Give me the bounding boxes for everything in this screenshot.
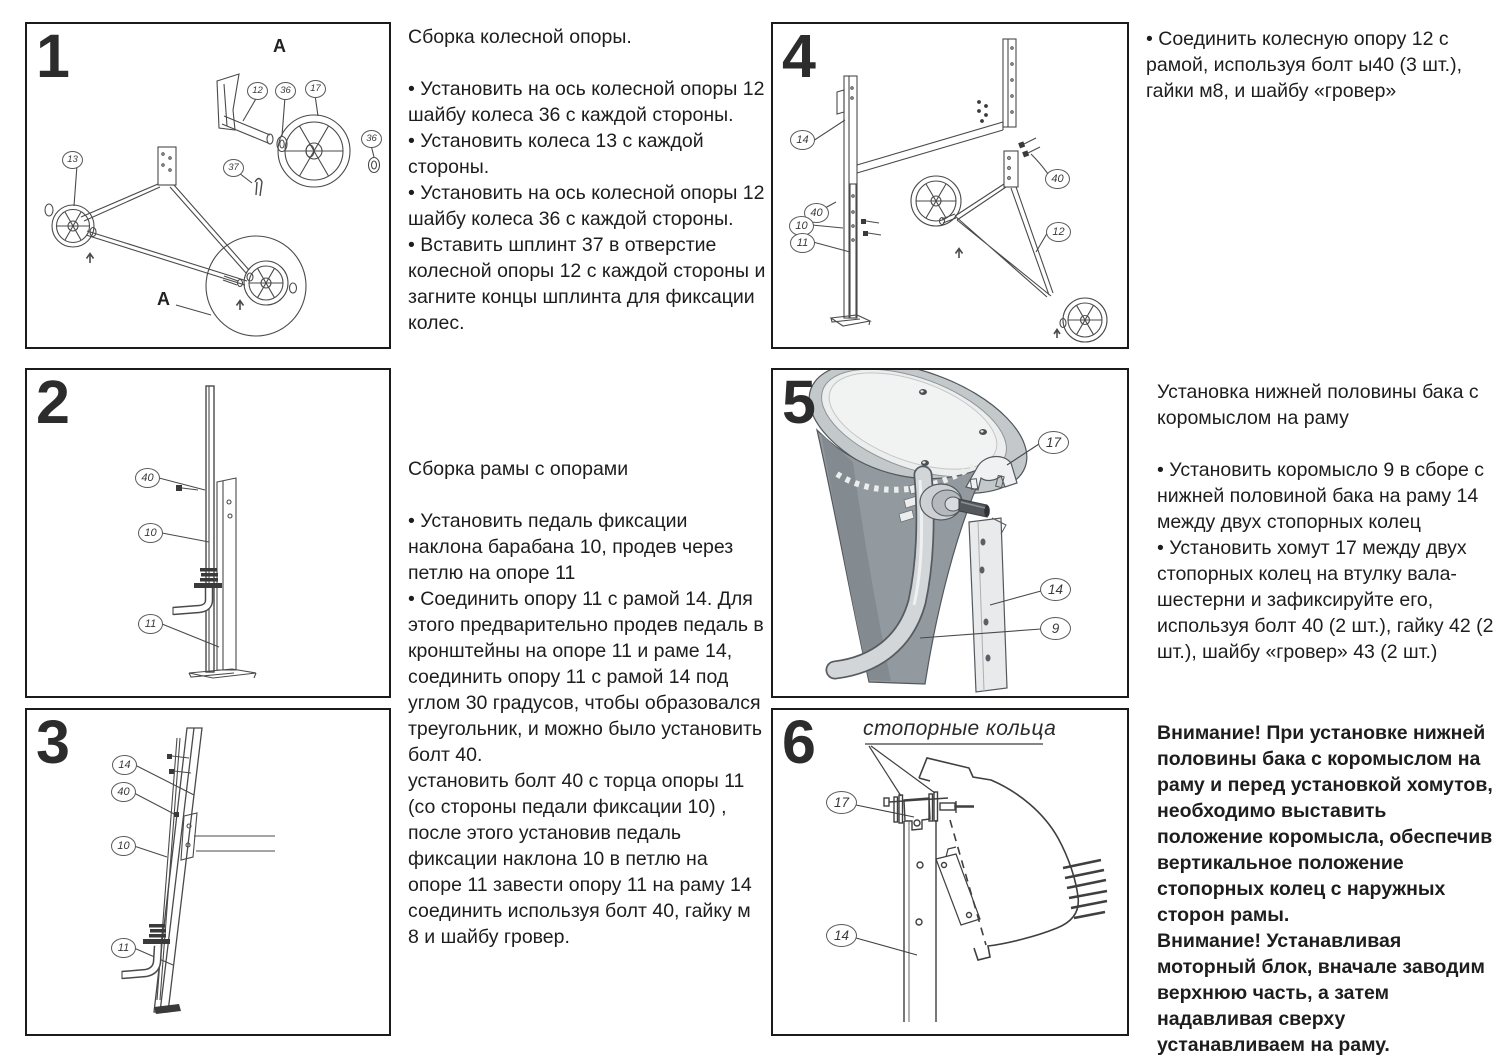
callout-12: 12: [247, 82, 268, 100]
callout-11: 11: [790, 233, 815, 253]
step-2-panel: 2 40: [25, 368, 391, 698]
step-1-instructions: Сборка колесной опоры. • Установить на о…: [408, 24, 766, 336]
step-4-instructions: • Соединить колесную опору 12 с рамой, и…: [1146, 26, 1496, 104]
frame-wheel-support-diagram: [811, 38, 1108, 343]
step-5-bullet-1: • Установить коромысло 9 в сборе с нижне…: [1157, 459, 1484, 533]
step-5-instructions: Установка нижней половины бака с коромыс…: [1157, 379, 1495, 665]
step-1-bullet-1: • Установить на ось колесной опоры 12 ша…: [408, 78, 765, 126]
step-1-number: 1: [36, 22, 70, 90]
steps-2-3-title: Сборка рамы с опорами: [408, 458, 629, 480]
step-6-panel: 6: [771, 708, 1129, 1036]
steps-2-3-instructions: Сборка рамы с опорами • Установить педал…: [408, 456, 766, 950]
step-1-panel: 1: [25, 22, 391, 349]
step-5-number: 5: [782, 368, 816, 436]
callout-14: 14: [790, 130, 815, 150]
warning-1: Внимание! При установке нижней половины …: [1157, 722, 1493, 926]
step-6-warnings: Внимание! При установке нижней половины …: [1157, 720, 1495, 1058]
step-2-number: 2: [36, 368, 70, 436]
stop-rings-motor-diagram: [855, 743, 1108, 1022]
callout-12: 12: [1046, 222, 1071, 242]
step-5-bullet-2: • Установить хомут 17 между двух стопорн…: [1157, 537, 1494, 663]
callout-14: 14: [1040, 578, 1071, 601]
callout-11: 11: [111, 938, 136, 958]
callout-10: 10: [789, 216, 814, 236]
callout-14: 14: [112, 755, 137, 775]
support-frame-joint-diagram: [121, 727, 275, 1014]
callout-36-right: 36: [361, 130, 382, 148]
callout-17: 17: [826, 791, 857, 814]
step-4-panel: 4: [771, 22, 1129, 349]
step-3-number: 3: [36, 708, 70, 776]
callout-9: 9: [1040, 617, 1071, 640]
step-5-title: Установка нижней половины бака с коромыс…: [1157, 381, 1479, 429]
callout-11: 11: [138, 614, 163, 634]
callout-40: 40: [135, 468, 160, 488]
wheel-support-diagram: [44, 73, 381, 337]
step-1-bullet-3: • Установить на ось колесной опоры 12 ша…: [408, 182, 765, 230]
callout-36-left: 36: [275, 82, 296, 100]
warning-2: Внимание! Устанавливая моторный блок, вн…: [1157, 930, 1485, 1056]
detail-label-a-top: A: [273, 36, 286, 56]
callout-17: 17: [1038, 431, 1069, 454]
callout-40: 40: [111, 782, 136, 802]
step-4-bullet-1: • Соединить колесную опору 12 с рамой, и…: [1146, 28, 1462, 102]
stop-rings-annotation: стопорные кольца: [863, 717, 1057, 740]
step-4-number: 4: [782, 22, 816, 90]
step-1-bullet-2: • Установить колеса 13 с каждой стороны.: [408, 130, 704, 178]
callout-17: 17: [305, 80, 326, 98]
steps-2-3-bullet-2: • Соединить опору 11 с рамой 14. Для это…: [408, 588, 764, 766]
callout-13: 13: [62, 151, 83, 169]
step-6-number: 6: [782, 708, 816, 776]
step-1-title: Сборка колесной опоры.: [408, 26, 632, 48]
callout-40-right: 40: [1045, 169, 1070, 189]
step-3-panel: 3: [25, 708, 391, 1036]
steps-2-3-bullet-1: • Установить педаль фиксации наклона бар…: [408, 510, 734, 584]
detail-label-a-ref: A: [157, 289, 170, 309]
step-1-bullet-4: • Вставить шплинт 37 в отверстие колесно…: [408, 234, 766, 334]
callout-10: 10: [138, 523, 163, 543]
support-pedal-diagram: [158, 385, 257, 679]
step-5-panel: 5: [771, 368, 1129, 698]
callout-14: 14: [826, 924, 857, 947]
callout-37: 37: [223, 159, 244, 177]
steps-2-3-bullet-3: установить болт 40 с торца опоры 11 (со …: [408, 770, 752, 948]
tank-rocker-diagram: [808, 370, 1042, 693]
callout-10: 10: [111, 836, 136, 856]
